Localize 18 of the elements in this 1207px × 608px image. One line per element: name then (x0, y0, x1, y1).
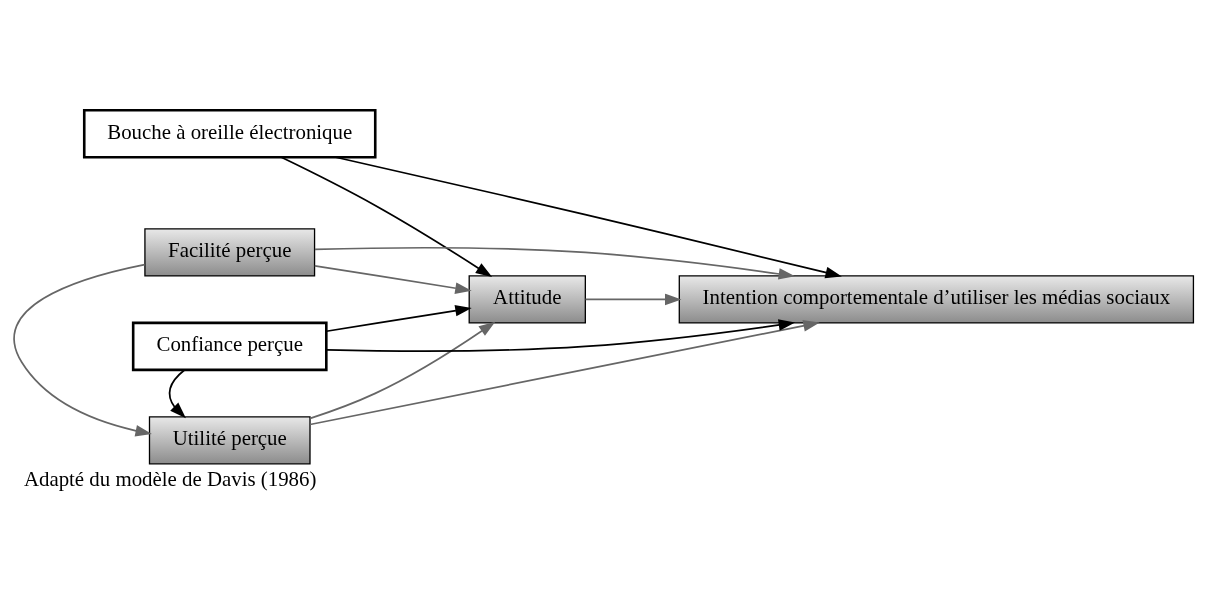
node-box: Attitude (468, 275, 586, 324)
arrow (314, 246, 796, 280)
caption: Adapté du modèle de Davis (1986) (23, 466, 317, 491)
node-box: Utilité perçue (148, 416, 311, 465)
arrow (584, 293, 682, 306)
node-box: Facilité perçue (144, 228, 316, 277)
arrow (168, 369, 186, 419)
arrow (334, 156, 842, 279)
node-box: Intention comportementale d’utiliser les médias sociaux (678, 275, 1195, 324)
arrow (280, 156, 493, 278)
arrow (309, 321, 496, 420)
arrow (325, 304, 472, 333)
arrow (309, 320, 820, 426)
node-box: Bouche à oreille électronique (82, 108, 377, 159)
node-box: Confiance perçue (131, 321, 328, 372)
arrow (325, 319, 796, 352)
arrow (13, 263, 152, 437)
arrow (313, 264, 472, 294)
